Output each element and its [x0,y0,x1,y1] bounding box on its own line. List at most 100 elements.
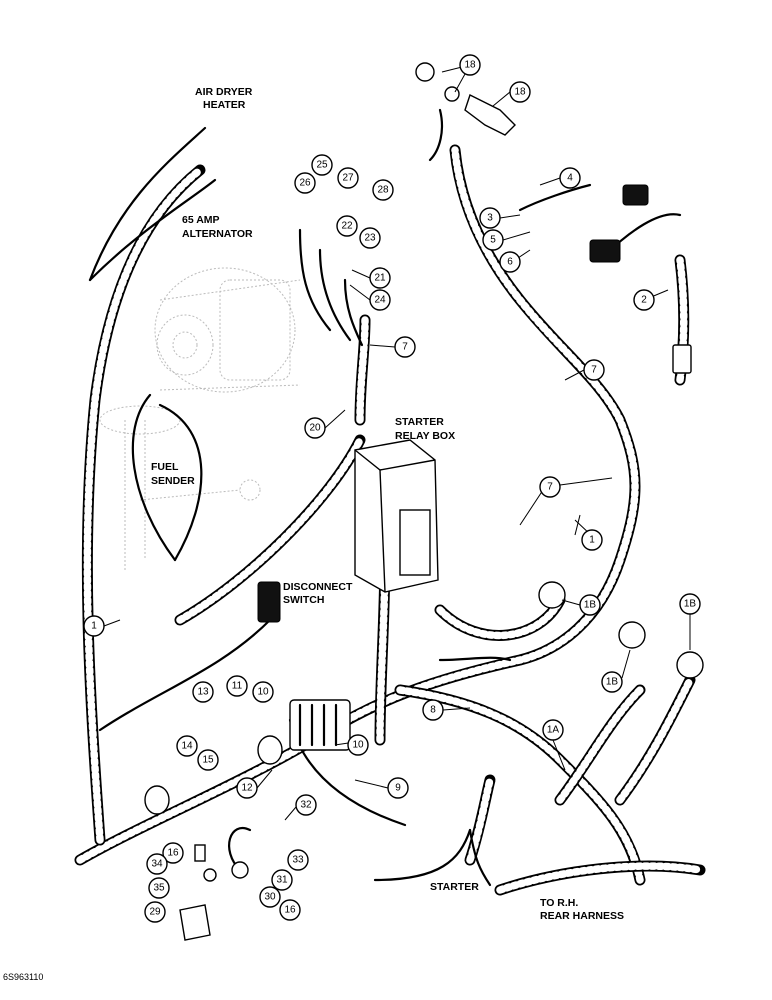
callout-32: 32 [295,794,317,816]
callout-29: 29 [144,901,166,923]
svg-text:20: 20 [309,423,321,434]
callout-3: 3 [479,207,501,229]
svg-text:33: 33 [292,855,304,866]
fuel-sender-label-1: FUEL [151,461,179,473]
callout-1a: 1 [83,615,105,637]
callout-13: 13 [192,681,214,703]
callout-5: 5 [482,229,504,251]
svg-text:31: 31 [276,875,288,886]
svg-text:5: 5 [490,235,496,246]
callout-16b: 16 [279,899,301,921]
air-dryer-heater-label-2: HEATER [203,99,246,111]
svg-text:1A: 1A [547,725,560,736]
svg-text:7: 7 [591,365,597,376]
callout-22: 22 [336,215,358,237]
svg-text:13: 13 [197,687,209,698]
alternator-label-2: ALTERNATOR [182,228,253,240]
disconnect-switch-connector [257,581,281,623]
svg-text:18: 18 [514,87,526,98]
hardware-29-35 [179,844,249,941]
svg-text:28: 28 [377,185,389,196]
callout-2: 2 [633,289,655,311]
callout-28: 28 [372,179,394,201]
callout-4: 4 [559,167,581,189]
starter-relay-box [354,439,439,593]
svg-text:2: 2 [641,295,647,306]
svg-text:18: 18 [464,60,476,71]
figure-code: 6S963110 [3,972,43,982]
rear-harness-label-1: TO R.H. [540,897,578,909]
callout-35: 35 [148,877,170,899]
callout-8: 8 [422,699,444,721]
starter-relay-label-2: RELAY BOX [395,430,455,442]
svg-text:30: 30 [264,892,276,903]
callout-7b: 7 [394,336,416,358]
callout-21: 21 [369,267,391,289]
callout-27: 27 [337,167,359,189]
svg-text:1: 1 [91,621,97,632]
callout-1A: 1A [542,719,564,741]
sensor-part-2 [589,184,692,374]
svg-text:7: 7 [547,482,553,493]
svg-text:25: 25 [316,160,328,171]
alternator-label-1: 65 AMP [182,214,220,226]
callout-10b: 10 [347,734,369,756]
svg-text:15: 15 [202,755,214,766]
svg-text:14: 14 [181,741,193,752]
callout-25: 25 [311,154,333,176]
svg-text:1: 1 [589,535,595,546]
disconnect-switch-label-1: DISCONNECT [283,581,353,593]
svg-text:22: 22 [341,221,353,232]
callout-34: 34 [146,853,168,875]
terminal-block [144,699,351,815]
svg-text:7: 7 [402,342,408,353]
svg-text:21: 21 [374,273,386,284]
svg-text:10: 10 [257,687,269,698]
callout-14: 14 [176,735,198,757]
alternator-outline [154,267,301,393]
callout-18a: 18 [459,54,481,76]
svg-text:24: 24 [374,295,386,306]
connectors-1b [538,581,704,679]
svg-text:1B: 1B [606,677,619,688]
callout-6: 6 [499,251,521,273]
callout-1Ba: 1B [579,594,601,616]
callout-7a: 7 [583,359,605,381]
svg-text:8: 8 [430,705,436,716]
callout-12: 12 [236,777,258,799]
callout-30: 30 [259,886,281,908]
svg-text:12: 12 [241,783,253,794]
svg-text:6: 6 [507,257,513,268]
callout-10a: 10 [252,681,274,703]
callout-11: 11 [226,675,248,697]
fuel-sender-label-2: SENDER [151,475,195,487]
callout-1Bc: 1B [601,671,623,693]
callout-20: 20 [304,417,326,439]
svg-text:3: 3 [487,213,493,224]
callout-1b: 1 [581,529,603,551]
svg-text:23: 23 [364,233,376,244]
callout-31: 31 [271,869,293,891]
callout-24: 24 [369,289,391,311]
callout-18b: 18 [509,81,531,103]
callout-9: 9 [387,777,409,799]
svg-text:34: 34 [151,859,163,870]
svg-text:27: 27 [342,173,354,184]
leader-lines [103,64,691,821]
air-dryer-heater-label-1: AIR DRYER [195,86,253,98]
callout-7c: 7 [539,476,561,498]
svg-text:11: 11 [232,681,243,692]
svg-text:1B: 1B [684,599,697,610]
svg-text:29: 29 [149,907,161,918]
svg-text:10: 10 [352,740,364,751]
callout-33: 33 [287,849,309,871]
fuel-sender-outline [99,405,261,570]
svg-text:16: 16 [284,905,296,916]
callout-1Bb: 1B [679,593,701,615]
svg-text:32: 32 [300,800,312,811]
starter-label: STARTER [430,881,479,893]
callout-15: 15 [197,749,219,771]
callout-23: 23 [359,227,381,249]
